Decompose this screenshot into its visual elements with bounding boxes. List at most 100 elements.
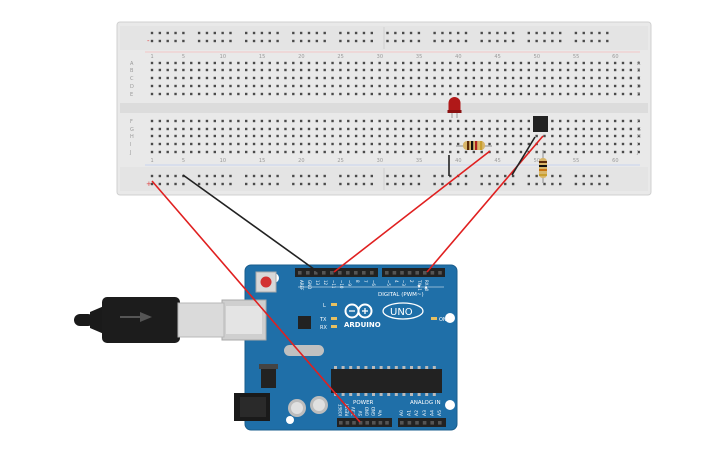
breadboard-hole[interactable] [551,92,554,96]
breadboard-hole[interactable] [370,84,373,88]
breadboard-hole[interactable] [150,150,154,154]
breadboard-hole[interactable] [590,119,593,123]
breadboard-hole[interactable] [590,150,593,154]
rail-hole[interactable] [504,31,507,35]
breadboard-hole[interactable] [292,150,295,154]
breadboard-hole[interactable] [197,92,201,96]
breadboard-hole[interactable] [449,68,452,72]
breadboard-hole[interactable] [182,142,185,146]
breadboard-hole[interactable] [229,92,232,96]
rail-hole[interactable] [449,174,452,178]
rail-hole[interactable] [158,182,162,186]
breadboard-hole[interactable] [315,127,319,131]
header-pin[interactable] [430,421,434,425]
breadboard-hole[interactable] [472,134,476,138]
breadboard-hole[interactable] [252,142,256,146]
breadboard-hole[interactable] [456,134,460,138]
breadboard-hole[interactable] [276,119,279,123]
breadboard-hole[interactable] [472,84,476,88]
breadboard-hole[interactable] [637,142,640,146]
breadboard-hole[interactable] [621,76,625,80]
rail-hole[interactable] [574,182,578,186]
breadboard-hole[interactable] [433,134,436,138]
breadboard-hole[interactable] [284,61,287,65]
rail-hole[interactable] [221,174,224,178]
rail-hole[interactable] [386,174,389,178]
breadboard-hole[interactable] [543,150,546,154]
rail-hole[interactable] [166,39,169,43]
breadboard-hole[interactable] [245,92,248,96]
breadboard-hole[interactable] [551,76,554,80]
breadboard-hole[interactable] [213,68,216,72]
breadboard-hole[interactable] [409,134,413,138]
rail-hole[interactable] [394,31,397,35]
rail-hole[interactable] [213,31,216,35]
reset-button[interactable] [255,271,277,293]
rail-hole[interactable] [535,31,538,35]
breadboard-hole[interactable] [504,119,507,123]
breadboard-hole[interactable] [637,134,640,138]
breadboard-hole[interactable] [417,119,421,123]
rail-hole[interactable] [268,31,271,35]
breadboard-hole[interactable] [456,68,460,72]
breadboard-hole[interactable] [590,68,593,72]
breadboard-hole[interactable] [237,76,240,80]
rail-hole[interactable] [559,31,562,35]
breadboard-hole[interactable] [260,76,264,80]
breadboard-hole[interactable] [433,76,436,80]
rail-hole[interactable] [299,31,303,35]
breadboard-hole[interactable] [158,150,162,154]
rail-hole[interactable] [488,182,491,186]
breadboard-hole[interactable] [629,119,633,123]
breadboard-hole[interactable] [370,76,373,80]
breadboard-hole[interactable] [197,84,201,88]
breadboard-hole[interactable] [488,68,491,72]
breadboard-hole[interactable] [347,76,350,80]
rail-hole[interactable] [354,31,358,35]
rail-hole[interactable] [559,182,562,186]
breadboard-hole[interactable] [260,92,264,96]
breadboard-hole[interactable] [347,84,350,88]
rail-hole[interactable] [456,182,460,186]
rail-hole[interactable] [276,39,279,43]
breadboard-hole[interactable] [237,68,240,72]
breadboard-hole[interactable] [559,142,562,146]
breadboard-hole[interactable] [433,92,436,96]
breadboard-hole[interactable] [370,127,373,131]
breadboard-hole[interactable] [480,68,483,72]
rail-hole[interactable] [551,39,554,43]
breadboard-hole[interactable] [197,76,201,80]
breadboard-hole[interactable] [245,61,248,65]
rail-hole[interactable] [409,182,413,186]
breadboard-hole[interactable] [197,61,201,65]
rail-hole[interactable] [182,182,185,186]
header-pin[interactable] [338,271,342,275]
breadboard-hole[interactable] [386,76,389,80]
breadboard-hole[interactable] [519,92,523,96]
breadboard-hole[interactable] [284,150,287,154]
breadboard-hole[interactable] [378,84,381,88]
rail-hole[interactable] [543,182,546,186]
usb-cable-icon[interactable] [74,297,225,343]
rail-hole[interactable] [182,31,185,35]
breadboard-hole[interactable] [378,61,381,65]
breadboard-hole[interactable] [598,142,601,146]
breadboard-hole[interactable] [511,127,515,131]
header-pin[interactable] [362,271,366,275]
breadboard-hole[interactable] [299,84,303,88]
breadboard-hole[interactable] [425,61,428,65]
breadboard-hole[interactable] [237,134,240,138]
rail-hole[interactable] [598,174,601,178]
breadboard-hole[interactable] [488,134,491,138]
breadboard-hole[interactable] [205,76,209,80]
breadboard-hole[interactable] [582,84,585,88]
breadboard-hole[interactable] [504,150,507,154]
rail-hole[interactable] [339,182,342,186]
breadboard-hole[interactable] [433,142,436,146]
breadboard-hole[interactable] [213,150,216,154]
rail-hole[interactable] [323,174,326,178]
rail-hole[interactable] [551,31,554,35]
rail-hole[interactable] [315,182,319,186]
breadboard-hole[interactable] [409,127,413,131]
